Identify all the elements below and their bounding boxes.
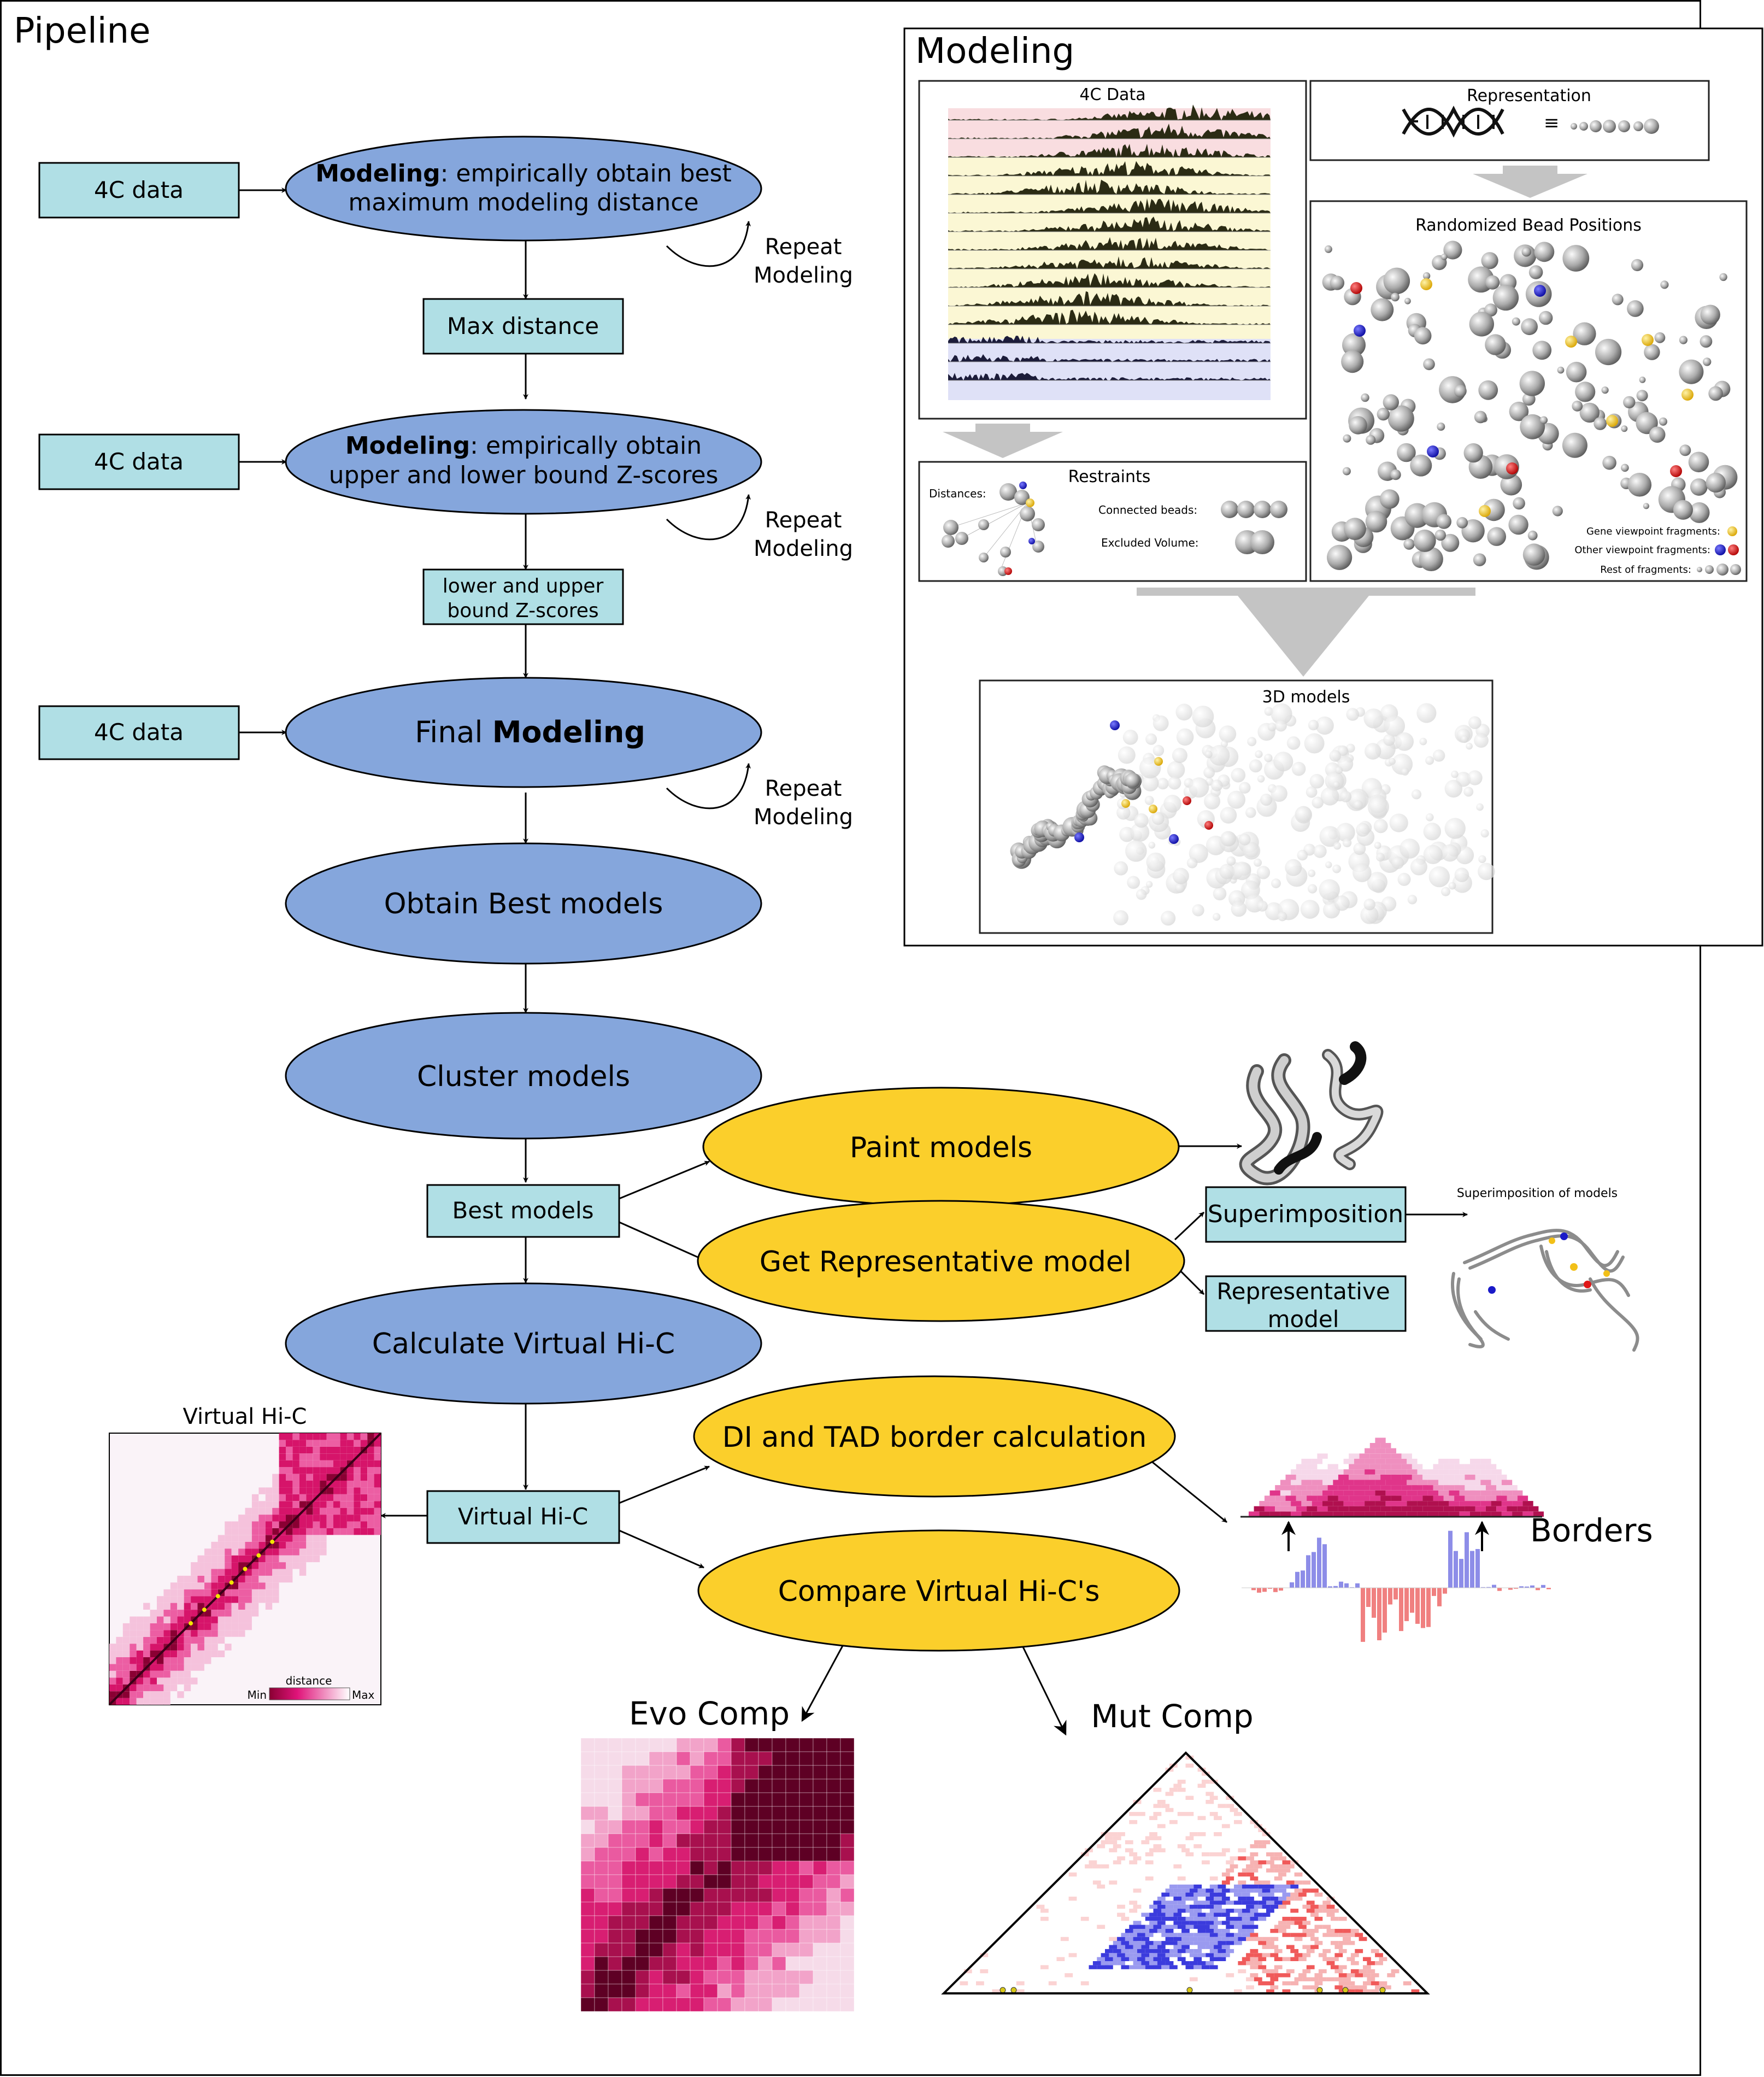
input-4c-data-2: 4C data	[38, 433, 240, 490]
dna-helix-icon	[1402, 105, 1504, 138]
input-4c-data-3: 4C data	[38, 705, 240, 760]
svg-text:Modeling: Modeling	[754, 536, 853, 561]
svg-text:Representation: Representation	[1467, 86, 1591, 105]
svg-text:Modeling: empirically obtain: Modeling: empirically obtain	[345, 432, 702, 460]
svg-text:Borders: Borders	[1530, 1512, 1653, 1549]
step-modeling-zscores: Modeling: empirically obtain upper and l…	[285, 409, 762, 515]
svg-text:Get Representative model: Get Representative model	[760, 1246, 1132, 1278]
svg-text:Gene viewpoint fragments:: Gene viewpoint fragments:	[1586, 526, 1720, 537]
analysis-compare-hic: Compare Virtual Hi-C's	[697, 1529, 1180, 1652]
svg-text:Superimposition: Superimposition	[1208, 1200, 1403, 1228]
svg-text:Excluded Volume:: Excluded Volume:	[1101, 536, 1199, 549]
svg-text:≡: ≡	[1544, 112, 1560, 134]
svg-text:lower and upper: lower and upper	[443, 575, 604, 597]
svg-text:4C Data: 4C Data	[1079, 85, 1145, 104]
step-modeling-max-distance: Modeling: empirically obtain best maximu…	[285, 136, 762, 242]
svg-text:DI and TAD border calculation: DI and TAD border calculation	[722, 1421, 1147, 1454]
output-superimposition: Superimposition	[1205, 1186, 1407, 1243]
svg-text:Min: Min	[248, 1688, 267, 1702]
flow-arrow-gray	[943, 424, 1063, 458]
step-obtain-best-models: Obtain Best models	[285, 842, 762, 965]
svg-text:Representative: Representative	[1216, 1278, 1390, 1305]
panel-representation: Representation ≡	[1309, 80, 1710, 161]
svg-text:Repeat: Repeat	[765, 776, 842, 801]
repeat-modeling-label: Repeat Modeling	[754, 776, 853, 830]
svg-text:Repeat: Repeat	[765, 508, 842, 533]
painted-model-image	[1239, 1041, 1384, 1186]
svg-text:Obtain Best models: Obtain Best models	[384, 888, 663, 920]
superimposition-image: Superimposition of models	[1451, 1187, 1639, 1352]
svg-text:Compare Virtual Hi-C's: Compare Virtual Hi-C's	[778, 1575, 1100, 1608]
mut-comp-triangle: Mut Comp	[941, 1698, 1430, 1994]
svg-text:Rest of fragments:: Rest of fragments:	[1600, 564, 1691, 576]
svg-text:model: model	[1268, 1306, 1339, 1333]
svg-text:upper and lower bound Z-scores: upper and lower bound Z-scores	[329, 461, 719, 489]
output-best-models: Best models	[426, 1184, 620, 1238]
modeling-panel: Modeling 4C Data Representation ≡	[903, 27, 1763, 947]
panel-4c-data: 4C Data	[918, 80, 1307, 420]
svg-text:4C data: 4C data	[94, 448, 184, 475]
svg-text:bound Z-scores: bound Z-scores	[447, 600, 598, 622]
svg-text:4C data: 4C data	[94, 719, 184, 746]
svg-text:Superimposition of models: Superimposition of models	[1457, 1187, 1618, 1200]
step-final-modeling: Final Modeling	[285, 677, 762, 788]
flow-arrow-gray	[1137, 588, 1475, 677]
svg-text:Modeling: empirically obtain b: Modeling: empirically obtain best	[315, 160, 732, 187]
svg-text:Max distance: Max distance	[447, 313, 599, 339]
svg-text:Final Modeling: Final Modeling	[415, 715, 645, 749]
svg-text:Max: Max	[352, 1688, 375, 1702]
svg-text:3D models: 3D models	[1262, 688, 1350, 707]
output-representative-model: Representative model	[1205, 1275, 1407, 1333]
svg-text:Mut Comp: Mut Comp	[1091, 1698, 1253, 1735]
repeat-modeling-label: Repeat Modeling	[754, 508, 853, 561]
panel-randomized-beads: Randomized Bead Positions Gene viewpoint…	[1309, 200, 1748, 582]
input-4c-data-1: 4C data	[38, 162, 240, 219]
analysis-representative-model: Get Representative model	[697, 1200, 1185, 1322]
bead-chain-icon	[1571, 119, 1659, 134]
evo-comp-matrix: Evo Comp	[580, 1695, 855, 2012]
svg-text:Connected beads:: Connected beads:	[1098, 503, 1197, 517]
output-zscores: lower and upper bound Z-scores	[422, 568, 624, 625]
svg-text:Paint models: Paint models	[850, 1131, 1032, 1164]
tad-borders-plot: Borders	[1240, 1438, 1653, 1642]
svg-text:Cluster models: Cluster models	[417, 1060, 630, 1093]
step-cluster-models: Cluster models	[285, 1012, 762, 1140]
panel-restraints: Restraints Distances: Connected beads:	[918, 461, 1307, 582]
virtual-hic-heatmap: Virtual Hi-C distance Min Max	[108, 1404, 382, 1706]
svg-text:Restraints: Restraints	[1068, 467, 1151, 486]
svg-text:Evo Comp: Evo Comp	[629, 1695, 790, 1732]
output-max-distance: Max distance	[422, 298, 624, 355]
svg-text:Randomized Bead Positions: Randomized Bead Positions	[1415, 216, 1642, 235]
output-virtual-hic: Virtual Hi-C	[426, 1490, 620, 1544]
svg-text:Modeling: Modeling	[754, 263, 853, 288]
4c-track-stack	[948, 104, 1271, 381]
analysis-paint-models: Paint models	[702, 1087, 1180, 1207]
svg-text:Modeling: Modeling	[754, 805, 853, 830]
repeat-modeling-label: Repeat Modeling	[754, 234, 853, 288]
pipeline-title: Pipeline	[14, 11, 150, 51]
svg-text:Calculate Virtual Hi-C: Calculate Virtual Hi-C	[372, 1328, 675, 1360]
svg-text:Best models: Best models	[452, 1197, 593, 1224]
svg-text:Distances:: Distances:	[929, 487, 986, 500]
step-calculate-virtual-hic: Calculate Virtual Hi-C	[285, 1282, 762, 1405]
svg-text:Virtual Hi-C: Virtual Hi-C	[183, 1404, 307, 1429]
modeling-panel-title: Modeling	[915, 31, 1074, 72]
flow-arrow-gray	[1473, 166, 1587, 198]
svg-text:4C data: 4C data	[94, 177, 184, 203]
svg-text:Other viewpoint fragments:: Other viewpoint fragments:	[1574, 544, 1710, 556]
svg-text:Virtual Hi-C: Virtual Hi-C	[458, 1503, 588, 1530]
panel-3d-models: 3D models	[979, 679, 1495, 934]
analysis-di-tad: DI and TAD border calculation	[693, 1375, 1176, 1498]
svg-text:distance: distance	[286, 1674, 332, 1687]
svg-text:Repeat: Repeat	[765, 234, 842, 260]
svg-text:maximum modeling distance: maximum modeling distance	[348, 189, 698, 216]
